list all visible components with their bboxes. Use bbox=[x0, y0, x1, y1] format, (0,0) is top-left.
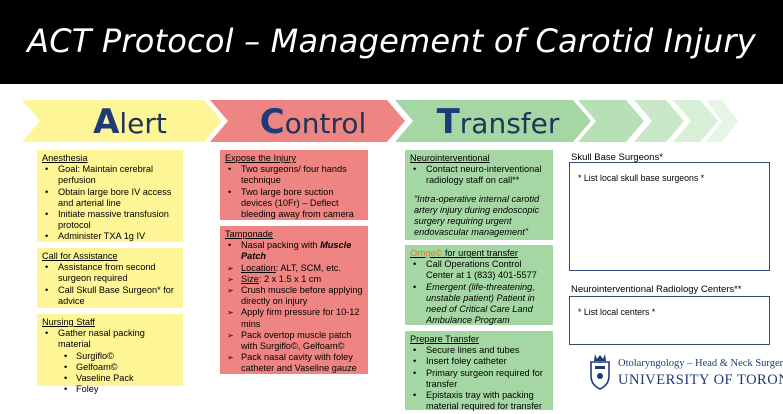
alert-arrow bbox=[22, 100, 222, 142]
header-banner: ACT Protocol – Management of Carotid Inj… bbox=[0, 0, 783, 84]
anesthesia-box: Anesthesia Goal: Maintain cerebral perfu… bbox=[37, 150, 183, 243]
anesthesia-item: Goal: Maintain cerebral perfusion bbox=[42, 164, 178, 186]
location-label: Location bbox=[241, 262, 276, 273]
muscle-patch-text: Muscle Patch bbox=[241, 240, 352, 262]
call-assistance-item: Assistance from second surgeon required bbox=[42, 262, 178, 284]
expose-injury-item: Two large bore suction devices (10Fr) – … bbox=[225, 187, 363, 221]
tamponade-title: Tamponade bbox=[225, 229, 274, 239]
prepare-transfer-box: Prepare Transfer Secure lines and tubes … bbox=[405, 331, 553, 412]
nursing-material-item: Vaseline Pack bbox=[42, 373, 178, 384]
radiology-centers-panel: * List local centers * bbox=[569, 296, 770, 345]
ornge-transfer-box: Ornge© for urgent transfer Call Operatio… bbox=[405, 245, 553, 325]
tamponade-step: Crush muscle before applying directly on… bbox=[225, 285, 363, 307]
prepare-transfer-item: Primary surgeon required for transfer bbox=[410, 368, 548, 390]
stage-control-initial: C bbox=[259, 102, 285, 142]
ornge-title-rest: for urgent transfer bbox=[442, 248, 518, 258]
trailing-arrow-4 bbox=[706, 100, 738, 142]
stage-alert: Alert bbox=[60, 100, 200, 144]
radiology-centers-text: * List local centers * bbox=[578, 307, 656, 317]
skull-base-surgeons-label: Skull Base Surgeons* bbox=[571, 152, 663, 163]
ornge-item: Call Operations Control Center at 1 (833… bbox=[410, 259, 548, 281]
neurointerventional-item: Contact neuro-interventional radiology s… bbox=[410, 164, 548, 186]
nursing-material-item: Surgiflo© bbox=[42, 351, 178, 362]
tamponade-box: Tamponade Nasal packing with Muscle Patc… bbox=[220, 226, 368, 374]
page-title: ACT Protocol – Management of Carotid Inj… bbox=[27, 22, 756, 60]
location-value: : ALT, SCM, etc. bbox=[275, 262, 341, 273]
logo-department: Otolaryngology – Head & Neck Surgery bbox=[618, 358, 783, 369]
call-assistance-box: Call for Assistance Assistance from seco… bbox=[37, 248, 183, 308]
process-arrows bbox=[22, 100, 738, 142]
university-logo: Otolaryngology – Head & Neck Surgery UNI… bbox=[588, 352, 783, 396]
tamponade-item-text: Nasal packing with bbox=[241, 240, 321, 251]
trailing-arrow-1 bbox=[578, 100, 644, 142]
stage-alert-initial: A bbox=[93, 102, 120, 142]
tamponade-step: Pack nasal cavity with foley catheter an… bbox=[225, 352, 363, 374]
tamponade-step: Apply firm pressure for 10-12 mins bbox=[225, 307, 363, 329]
call-assistance-title: Call for Assistance bbox=[42, 251, 118, 261]
nursing-staff-title: Nursing Staff bbox=[42, 317, 95, 327]
transfer-arrow bbox=[395, 100, 591, 142]
nursing-staff-lead: Gather nasal packing material bbox=[42, 328, 178, 350]
prepare-transfer-item: Epistaxis tray with packing material req… bbox=[410, 390, 548, 412]
ornge-emergent-text: Emergent (life-threatening, unstable pat… bbox=[426, 281, 535, 326]
nursing-material-item: Gelfoam© bbox=[42, 362, 178, 373]
neurointerventional-title: Neurointerventional bbox=[410, 153, 490, 163]
skull-base-surgeons-text: * List local skull base surgeons * bbox=[578, 173, 705, 183]
size-label: Size bbox=[241, 273, 259, 284]
ornge-emergent-item: Emergent (life-threatening, unstable pat… bbox=[410, 282, 548, 327]
anesthesia-item: Obtain large bore IV access and arterial… bbox=[42, 187, 178, 209]
radiology-centers-label: Neurointerventional Radiology Centers** bbox=[571, 284, 742, 295]
stage-transfer: Transfer bbox=[418, 100, 578, 144]
stage-control: Control bbox=[238, 100, 388, 144]
nursing-material-item: Foley bbox=[42, 384, 178, 395]
neurointerventional-box: Neurointerventional Contact neuro-interv… bbox=[405, 150, 553, 240]
skull-base-surgeons-panel: * List local skull base surgeons * bbox=[569, 162, 770, 271]
ornge-brand: Ornge© bbox=[410, 248, 443, 258]
expose-injury-title: Expose the Injury bbox=[225, 153, 296, 163]
prepare-transfer-item: Insert foley catheter bbox=[410, 356, 548, 367]
ornge-transfer-title: Ornge© for urgent transfer bbox=[410, 248, 548, 259]
anesthesia-item: Initiate massive transfusion protocol bbox=[42, 209, 178, 231]
expose-injury-item: Two surgeons/ four hands technique bbox=[225, 164, 363, 186]
stage-control-rest: ontrol bbox=[284, 107, 367, 140]
anesthesia-item: Administer TXA 1g IV bbox=[42, 231, 178, 242]
trailing-arrow-3 bbox=[673, 100, 718, 142]
tamponade-size: Size: 2 x 1.5 x 1 cm bbox=[225, 274, 363, 285]
trailing-arrow-2 bbox=[634, 100, 684, 142]
stage-transfer-rest: ransfer bbox=[459, 107, 560, 140]
tamponade-step: Pack overtop muscle patch with Surgiflo©… bbox=[225, 330, 363, 352]
tamponade-item: Nasal packing with Muscle Patch bbox=[225, 240, 363, 262]
nursing-staff-box: Nursing Staff Gather nasal packing mater… bbox=[37, 314, 183, 396]
stage-transfer-initial: T bbox=[436, 102, 460, 142]
prepare-transfer-item: Secure lines and tubes bbox=[410, 345, 548, 356]
size-value: : 2 x 1.5 x 1 cm bbox=[258, 273, 322, 284]
stage-alert-rest: lert bbox=[119, 107, 167, 140]
prepare-transfer-title: Prepare Transfer bbox=[410, 334, 479, 344]
tamponade-location: Location: ALT, SCM, etc. bbox=[225, 263, 363, 274]
logo-university: UNIVERSITY OF TORONTO bbox=[618, 372, 783, 388]
anesthesia-title: Anesthesia bbox=[42, 153, 88, 163]
neurointerventional-quote: “Intra-operative internal carotid artery… bbox=[414, 193, 540, 238]
crest-icon bbox=[590, 354, 610, 390]
control-arrow bbox=[210, 100, 405, 142]
expose-injury-box: Expose the Injury Two surgeons/ four han… bbox=[220, 150, 368, 220]
call-assistance-item: Call Skull Base Surgeon* for advice bbox=[42, 285, 178, 307]
